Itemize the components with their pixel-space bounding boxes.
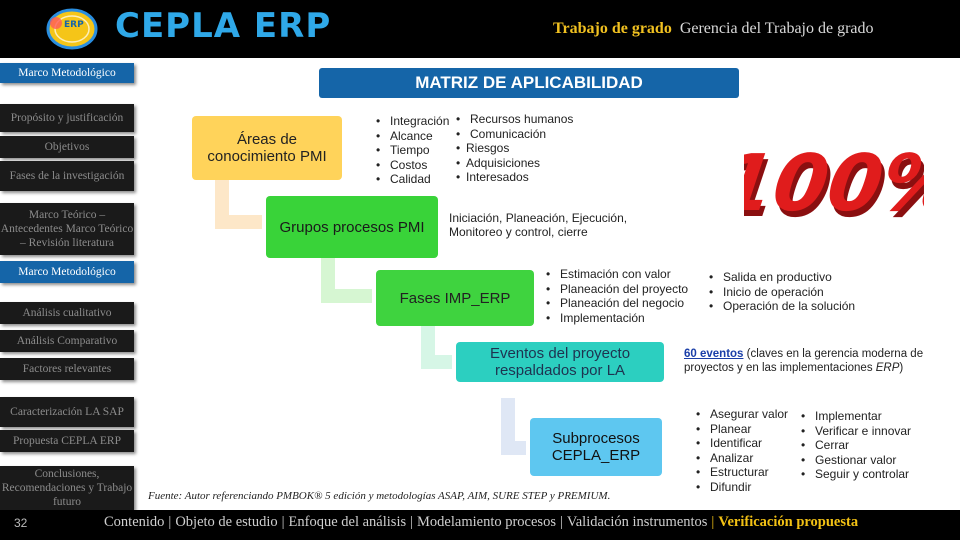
eventos-note: 60 eventos (claves en la gerencia modern… [684, 347, 944, 375]
grupos-note: Iniciación, Planeación, Ejecución, Monit… [449, 211, 628, 239]
sidebar-item-analisis-comparativo[interactable]: Análisis Comparativo [0, 330, 134, 352]
footer-nav-verificacion[interactable]: Verificación propuesta [718, 514, 859, 530]
list-item: Tiempo [376, 143, 449, 158]
footer-nav-modelamiento[interactable]: Modelamiento procesos [417, 514, 556, 530]
list-item: Difundir [696, 480, 788, 495]
sidebar-item-marco-metodologico-top[interactable]: Marco Metodológico [0, 63, 134, 83]
fases-imp-erp-box: Fases IMP_ERP [376, 270, 534, 326]
list-item: Planeación del proyecto [546, 282, 688, 297]
list-item: Gestionar valor [801, 453, 911, 468]
eventos-note-text: (claves en la gerencia moderna de proyec… [684, 348, 924, 374]
matrix-title: MATRIZ DE APLICABILIDAD [319, 68, 739, 98]
sidebar-item-caracterizacion[interactable]: Caracterización LA SAP [0, 397, 134, 427]
areas-list-2: Recursos humanos Comunicación Riesgos Ad… [456, 112, 573, 185]
sidebar-item-fases-investigacion[interactable]: Fases de la investigación [0, 161, 134, 191]
list-item: Implementación [546, 311, 688, 326]
header-breadcrumb: Trabajo de grado Gerencia del Trabajo de … [553, 20, 874, 38]
list-item: Asegurar valor [696, 407, 788, 422]
list-item: Comunicación [456, 127, 573, 142]
list-item: Analizar [696, 451, 788, 466]
sidebar-item-analisis-cualitativo[interactable]: Análisis cualitativo [0, 302, 134, 324]
list-item: Calidad [376, 172, 449, 187]
sidebar-item-marco-metodologico[interactable]: Marco Metodológico [0, 261, 134, 283]
eventos-proyecto-box: Eventos del proyecto respaldados por LA [456, 342, 664, 382]
footer-nav: Contenido|Objeto de estudio|Enfoque del … [104, 514, 859, 530]
list-item: Planeación del negocio [546, 296, 688, 311]
subprocesos-box: Subprocesos CEPLA_ERP [530, 418, 662, 476]
header-bar [0, 0, 960, 58]
sidebar-item-conclusiones[interactable]: Conclusiones, Recomendaciones y Trabajo … [0, 466, 134, 510]
eventos-link[interactable]: 60 eventos [684, 348, 744, 360]
slide-number: 32 [14, 516, 28, 530]
sidebar-item-propuesta[interactable]: Propuesta CEPLA ERP [0, 430, 134, 452]
list-item: Operación de la solución [709, 299, 855, 314]
fases-list-1: Estimación con valor Planeación del proy… [546, 267, 688, 325]
eventos-note-end: ) [899, 362, 904, 374]
footer-nav-enfoque[interactable]: Enfoque del análisis [288, 514, 407, 530]
list-item: Identificar [696, 436, 788, 451]
logo-text: ERP [64, 20, 84, 30]
list-item: Adquisiciones [456, 156, 573, 171]
subprocesos-list-2: Implementar Verificar e innovar Cerrar G… [801, 409, 911, 482]
list-item: Recursos humanos [456, 112, 573, 127]
list-item: Inicio de operación [709, 285, 855, 300]
source-caption: Fuente: Autor referenciando PMBOK® 5 edi… [148, 490, 611, 502]
list-item: Planear [696, 422, 788, 437]
list-item: Verificar e innovar [801, 424, 911, 439]
list-item: Estimación con valor [546, 267, 688, 282]
areas-list-1: Integración Alcance Tiempo Costos Calida… [376, 114, 449, 187]
list-item: Salida en productivo [709, 270, 855, 285]
sidebar-item-factores[interactable]: Factores relevantes [0, 358, 134, 380]
header-gerencia-link[interactable]: Gerencia del Trabajo de grado [679, 20, 874, 37]
footer-nav-validacion[interactable]: Validación instrumentos [566, 514, 708, 530]
list-item: Estructurar [696, 465, 788, 480]
subprocesos-list-1: Asegurar valor Planear Identificar Anali… [696, 407, 788, 494]
list-item: Alcance [376, 129, 449, 144]
sidebar-item-marco-teorico[interactable]: Marco Teórico – Antecedentes Marco Teóri… [0, 203, 134, 255]
sidebar-item-objetivos[interactable]: Objetivos [0, 136, 134, 158]
hundred-percent-text: 100% [744, 138, 924, 228]
eventos-note-erp: ERP [875, 362, 900, 374]
footer-nav-contenido[interactable]: Contenido [104, 514, 165, 530]
app-title: CEPLA ERP [115, 6, 332, 46]
list-item: Riesgos [456, 141, 573, 156]
list-item: Cerrar [801, 438, 911, 453]
hundred-percent-graphic: 100% 100% [744, 138, 924, 228]
grupos-procesos-box: Grupos procesos PMI [266, 196, 438, 258]
header-trabajo-link[interactable]: Trabajo de grado [553, 20, 672, 37]
list-item: Interesados [456, 170, 573, 185]
list-item: Costos [376, 158, 449, 173]
list-item: Seguir y controlar [801, 467, 911, 482]
list-item: Integración [376, 114, 449, 129]
svg-text:100%: 100% [744, 144, 924, 228]
sidebar: Marco Metodológico Propósito y justifica… [0, 58, 140, 514]
footer-bar [0, 510, 960, 540]
sidebar-item-proposito[interactable]: Propósito y justificación [0, 104, 134, 132]
list-item: Implementar [801, 409, 911, 424]
footer-nav-objeto[interactable]: Objeto de estudio [175, 514, 278, 530]
areas-conocimiento-box: Áreas de conocimiento PMI [192, 116, 342, 180]
fases-list-2: Salida en productivo Inicio de operación… [709, 270, 855, 314]
erp-logo-icon: ERP [46, 8, 98, 50]
